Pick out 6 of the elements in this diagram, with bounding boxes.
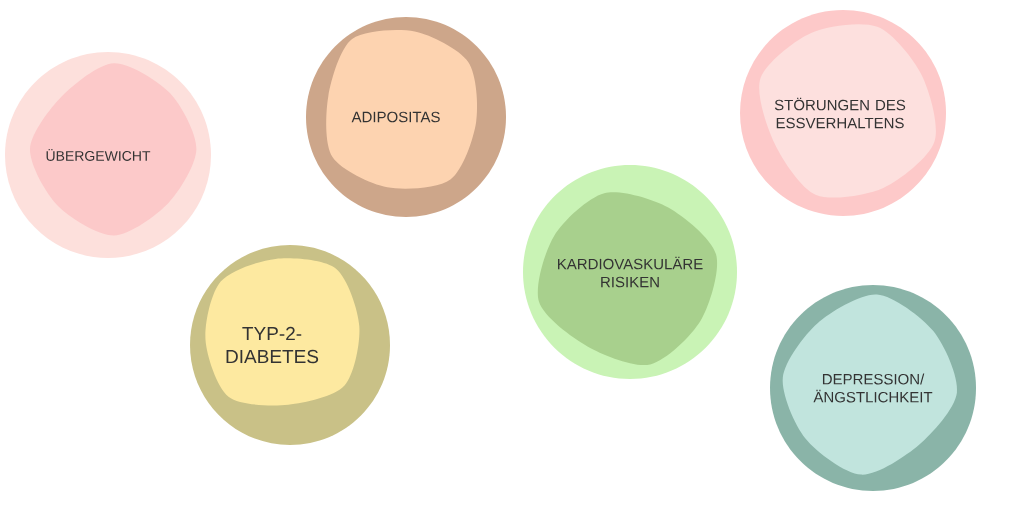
bubble-label: DEPRESSION/ ÄNGSTLICHKEIT	[813, 373, 933, 403]
bubble-label: ADIPOSITAS	[351, 111, 440, 123]
bubble-label: STÖRUNGEN DES ESSVERHALTENS	[774, 97, 906, 129]
bubble-label: ÜBERGEWICHT	[46, 149, 151, 161]
bubble-label: TYP-2- DIABETES	[226, 326, 319, 364]
bubble-label: KARDIOVASKULÄRE RISIKEN	[558, 256, 703, 288]
